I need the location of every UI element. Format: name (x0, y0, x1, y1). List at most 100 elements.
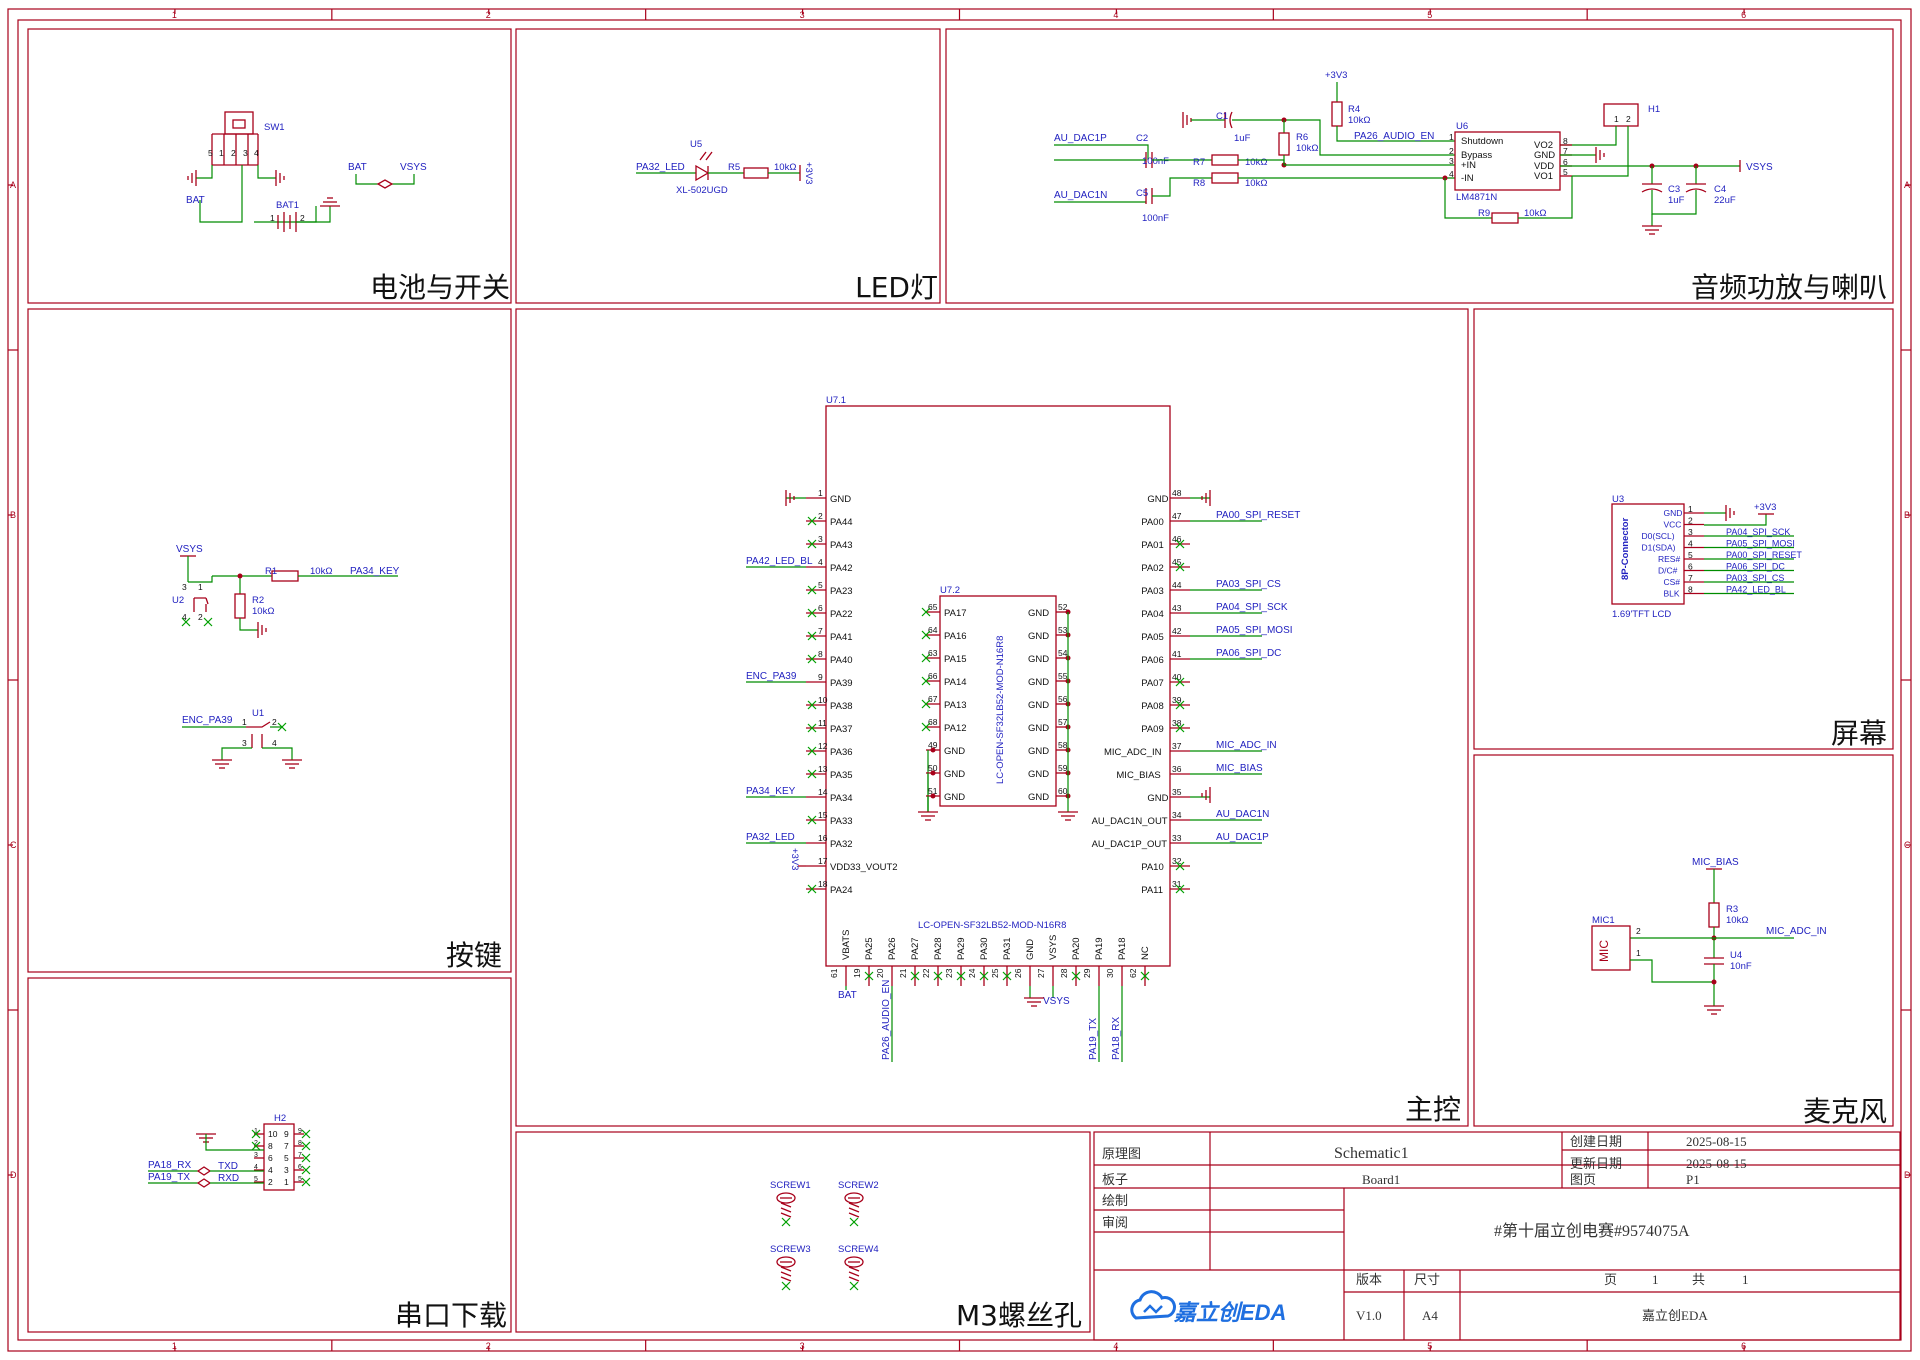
screw-head (776, 1256, 796, 1268)
mic-adc-in-net: MIC_ADC_IN (1766, 926, 1827, 937)
mcu-right-pin-name: PA02 (1141, 563, 1164, 574)
u3-net: PA00_SPI_RESET (1726, 550, 1802, 560)
screw-thread (848, 1202, 860, 1218)
u72-left-pin-name: PA12 (944, 723, 967, 734)
u6-pin-num: 3 (1449, 156, 1454, 166)
u72-left-pin-name: PA17 (944, 608, 967, 619)
screw-ref: SCREW4 (838, 1244, 879, 1255)
u6-body (1454, 131, 1561, 191)
mcu-right-net: AU_DAC1P (1216, 832, 1269, 843)
mcu-left-pin-num: 13 (818, 764, 828, 774)
h2-pin-left: 10 (268, 1129, 278, 1139)
r6-ref: R6 (1296, 132, 1308, 143)
tb-size-label: 尺寸 (1414, 1272, 1440, 1287)
c3-value: 1uF (1668, 195, 1685, 206)
tb-page-num: 1 (1652, 1272, 1659, 1287)
u72-left-pin-name: GND (944, 746, 965, 757)
border-row-left: B (10, 510, 16, 520)
mcu-right-pin-num: 44 (1172, 580, 1182, 590)
u3-pin-num: 7 (1688, 573, 1693, 583)
no-connect-mark (807, 723, 817, 733)
border-row-left: C (10, 840, 17, 850)
mcu-left-pin-num: 14 (818, 787, 828, 797)
u72-left-pin-num: 68 (928, 717, 938, 727)
sw1-ref: SW1 (264, 122, 285, 133)
tb-board: Board1 (1362, 1172, 1400, 1187)
no-connect-mark (849, 1281, 859, 1291)
c1-ref: C1 (1216, 111, 1228, 122)
u72-right-pin-num: 58 (1058, 740, 1068, 750)
pa32-led-net: PA32_LED (636, 162, 685, 173)
u3-body (1611, 503, 1685, 605)
mcu-right-pin-num: 42 (1172, 626, 1182, 636)
junction-dot (930, 793, 936, 799)
r9-value: 10kΩ (1524, 208, 1546, 219)
u6-pin-num: 1 (1449, 132, 1454, 142)
mcu-bottom-pin-num: 29 (1082, 968, 1092, 978)
no-connect-mark (921, 653, 931, 663)
r4-body (1331, 101, 1343, 127)
h2-pin-right: 9 (284, 1129, 289, 1139)
u72-left-pin-num: 64 (928, 625, 938, 635)
mcu-inner-pins: PA1765PA1664PA1563PA1466PA1367PA1268GND4… (921, 602, 1071, 812)
h1-pin2: 2 (1626, 114, 1631, 124)
h2-outer-left: 5 (254, 1176, 258, 1183)
h2-pin-right: 7 (284, 1141, 289, 1151)
r3-ref: R3 (1726, 904, 1738, 915)
mcu-right-pin-num: 48 (1172, 488, 1182, 498)
mcu-bottom-pin-num: 26 (1013, 968, 1023, 978)
r8-ref: R8 (1193, 178, 1205, 189)
u6-pin-num: 4 (1449, 169, 1454, 179)
u3-pin-num: 5 (1688, 550, 1693, 560)
no-connect-mark (1002, 971, 1012, 981)
r7-body (1211, 154, 1239, 166)
mcu-right-pin-num: 40 (1172, 672, 1182, 682)
mcu-right-net: PA04_SPI_SCK (1216, 602, 1288, 613)
mcu-left-pin-name: PA37 (830, 724, 853, 735)
u1-pin2: 2 (272, 717, 277, 727)
keys-vsys-rail: VSYS (176, 544, 203, 555)
u72-body (939, 595, 1057, 807)
c4-ref: C4 (1714, 184, 1726, 195)
bat-net-label: BAT (186, 195, 205, 206)
u2-pin4: 4 (182, 612, 187, 622)
no-connect-mark (807, 746, 817, 756)
u72-left-pin-num: 67 (928, 694, 938, 704)
tb-total-num: 1 (1742, 1272, 1749, 1287)
mcu-right-pin-num: 41 (1172, 649, 1182, 659)
mcu-right-pin-name: PA03 (1141, 586, 1164, 597)
screw-thread (848, 1266, 860, 1282)
u72-right-pin-num: 54 (1058, 648, 1068, 658)
h2-ref: H2 (274, 1113, 286, 1124)
c2-value: 100nF (1142, 156, 1169, 167)
mcu-right-pin-num: 35 (1172, 787, 1182, 797)
mcu-bottom-pin-num: 22 (921, 968, 931, 978)
mcu-left-pin-name: PA41 (830, 632, 853, 643)
mcu-right-net: PA05_SPI_MOSI (1216, 625, 1293, 636)
no-connect-mark (301, 1153, 311, 1163)
bat1-pin1: 1 (270, 213, 275, 223)
u4-ref: U4 (1730, 950, 1742, 961)
audio-3v3-rail: +3V3 (1325, 70, 1347, 81)
no-connect-mark (956, 971, 966, 981)
mcu-bottom-pin-num: 25 (990, 968, 1000, 978)
no-connect-mark (807, 769, 817, 779)
panel-mic (1473, 754, 1894, 1127)
sw1-pin4: 4 (254, 148, 259, 158)
screw-ref: SCREW3 (770, 1244, 811, 1255)
junction-dot (930, 770, 936, 776)
u72-right-pin-num: 57 (1058, 717, 1068, 727)
mcu-bottom-net: PA18_RX (1111, 1016, 1122, 1060)
mcu-left-pin-num: 6 (818, 603, 823, 613)
tb-drawn-label: 绘制 (1102, 1193, 1128, 1208)
mcu-left-pin-name: PA42 (830, 563, 853, 574)
r2-value: 10kΩ (252, 606, 274, 617)
no-connect-mark (1071, 971, 1081, 981)
mcu-left-pin-num: 9 (818, 672, 823, 682)
mcu-left-pin-num: 4 (818, 557, 823, 567)
no-connect-mark (849, 1217, 859, 1227)
c4-value: 22uF (1714, 195, 1736, 206)
mcu-left-pin-name: PA23 (830, 586, 853, 597)
